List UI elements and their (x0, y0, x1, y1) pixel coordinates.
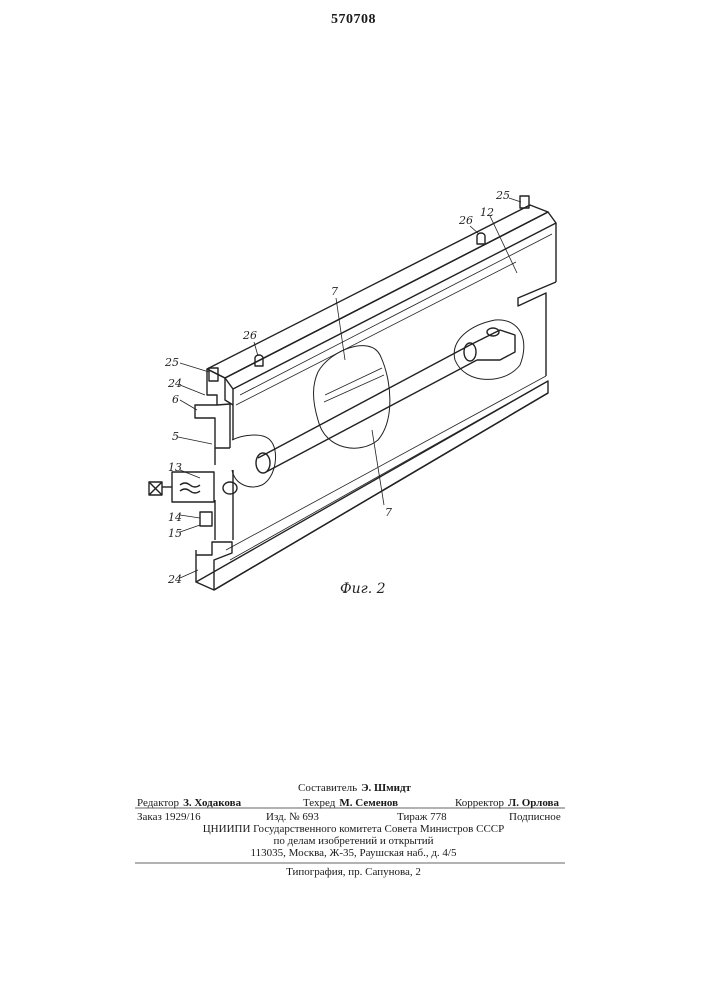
techred-line: Техред М. Семенов (303, 793, 398, 811)
label-14: 14 (168, 511, 182, 524)
bottom-rail (196, 376, 548, 590)
label-12: 12 (480, 206, 494, 219)
corrector-role: Корректор (455, 797, 504, 809)
circulation: Тираж 778 (397, 811, 447, 823)
org-line-2: по делам изобретений и открытий (0, 835, 707, 847)
printer-line: Типография, пр. Сапунова, 2 (0, 866, 707, 878)
top-rail (207, 205, 556, 405)
edition-number: Изд. № 693 (266, 811, 319, 823)
label-5: 5 (172, 430, 179, 443)
label-25b: 25 (495, 189, 510, 202)
leader-lines (178, 198, 521, 578)
editor-role: Редактор (137, 797, 179, 809)
corrector-name: Л. Орлова (508, 797, 559, 809)
editor-line: Редактор З. Ходакова (137, 793, 241, 811)
label-25a: 25 (164, 356, 179, 369)
org-line: ЦНИИПИ Государственного комитета Совета … (0, 823, 707, 835)
address-line: 113035, Москва, Ж-35, Раушская наб., д. … (0, 847, 707, 859)
label-7a: 7 (331, 285, 338, 298)
label-15: 15 (168, 527, 182, 540)
techred-role: Техред (303, 797, 335, 809)
label-24a: 24 (167, 377, 182, 390)
label-24b: 24 (167, 573, 182, 586)
label-6: 6 (172, 393, 179, 406)
editor-name: З. Ходакова (183, 797, 241, 809)
label-7b: 7 (385, 506, 392, 519)
subscription: Подписное (509, 811, 561, 823)
drive-block (149, 472, 237, 526)
label-26b: 26 (458, 214, 473, 227)
corrector-line: Корректор Л. Орлова (455, 793, 559, 811)
figure-caption: Фиг. 2 (340, 581, 386, 597)
order-number: Заказ 1929/16 (137, 811, 201, 823)
shaft (256, 328, 515, 473)
label-13: 13 (168, 461, 182, 474)
techred-name: М. Семенов (339, 797, 398, 809)
label-26a: 26 (242, 329, 257, 342)
